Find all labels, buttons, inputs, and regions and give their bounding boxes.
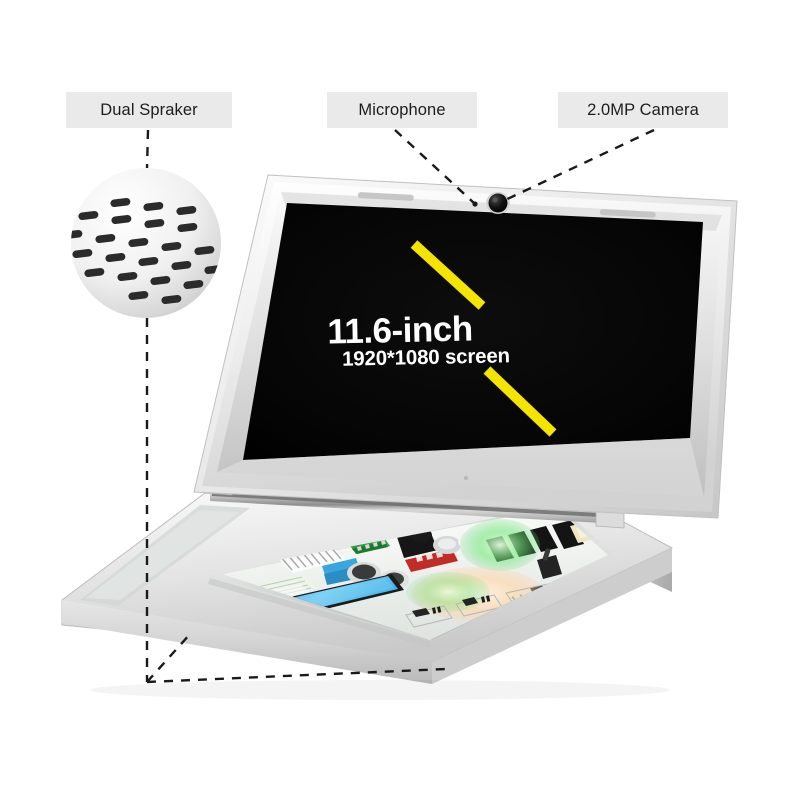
base-right-edge <box>432 548 672 684</box>
speaker-grille-magnifier <box>71 168 221 318</box>
top-bezel-speaker-vents <box>357 192 656 218</box>
callout-leader-lines <box>145 128 655 684</box>
callout-chip-camera[interactable]: 2.0MP Camera <box>558 92 728 128</box>
led-glow-green <box>460 519 540 571</box>
bezel-chin <box>217 438 704 497</box>
leader-base-diagonal <box>146 632 192 683</box>
smd-chips-bottom <box>412 597 478 617</box>
display-lid <box>193 174 738 519</box>
status-led <box>463 475 469 481</box>
screen-panel <box>243 203 703 460</box>
leader-camera <box>500 128 655 204</box>
grille-slots <box>71 197 221 305</box>
callout-chip-microphone[interactable]: Microphone <box>327 92 477 128</box>
palm-rest-recess-inner <box>86 510 240 600</box>
led-glow-green-2 <box>406 572 490 612</box>
leader-speaker-upper <box>145 129 150 169</box>
pin-headers-bottom <box>432 595 491 614</box>
camera-lens <box>486 192 510 214</box>
callout-chip-dual-speaker[interactable]: Dual Spraker <box>66 92 232 128</box>
accent-stripe-1 <box>410 240 486 310</box>
callout-label-camera: 2.0MP Camera <box>587 100 699 119</box>
accent-stripe-2 <box>483 366 557 437</box>
vent-hatch-print <box>276 544 346 573</box>
drop-shadow <box>90 680 670 700</box>
leader-microphone <box>394 129 475 204</box>
toggle-switch <box>537 548 562 579</box>
callout-label-dual-speaker: Dual Spraker <box>100 100 198 119</box>
base-front-edge <box>62 600 432 684</box>
well-front-rim <box>208 578 432 648</box>
module-red <box>405 549 458 572</box>
callout-label-microphone: Microphone <box>358 100 446 119</box>
